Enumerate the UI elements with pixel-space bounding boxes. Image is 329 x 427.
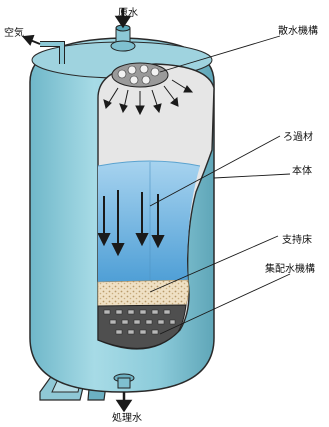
label-collector: 集配水機構 [265, 262, 315, 275]
label-air: 空気 [4, 26, 24, 39]
label-support-bed: 支持床 [282, 233, 312, 246]
outlet-arrow [118, 392, 130, 410]
support-bed [98, 280, 189, 306]
label-raw-water: 原水 [118, 7, 138, 19]
label-filter-media: ろ過材 [283, 130, 313, 143]
label-vessel-body: 本体 [292, 164, 312, 177]
air-arrow [24, 36, 40, 44]
label-distributor: 散水機構 [278, 24, 318, 37]
distributor-head [112, 63, 168, 87]
label-treated-water: 処理水 [112, 411, 142, 424]
water-zone [98, 161, 200, 282]
